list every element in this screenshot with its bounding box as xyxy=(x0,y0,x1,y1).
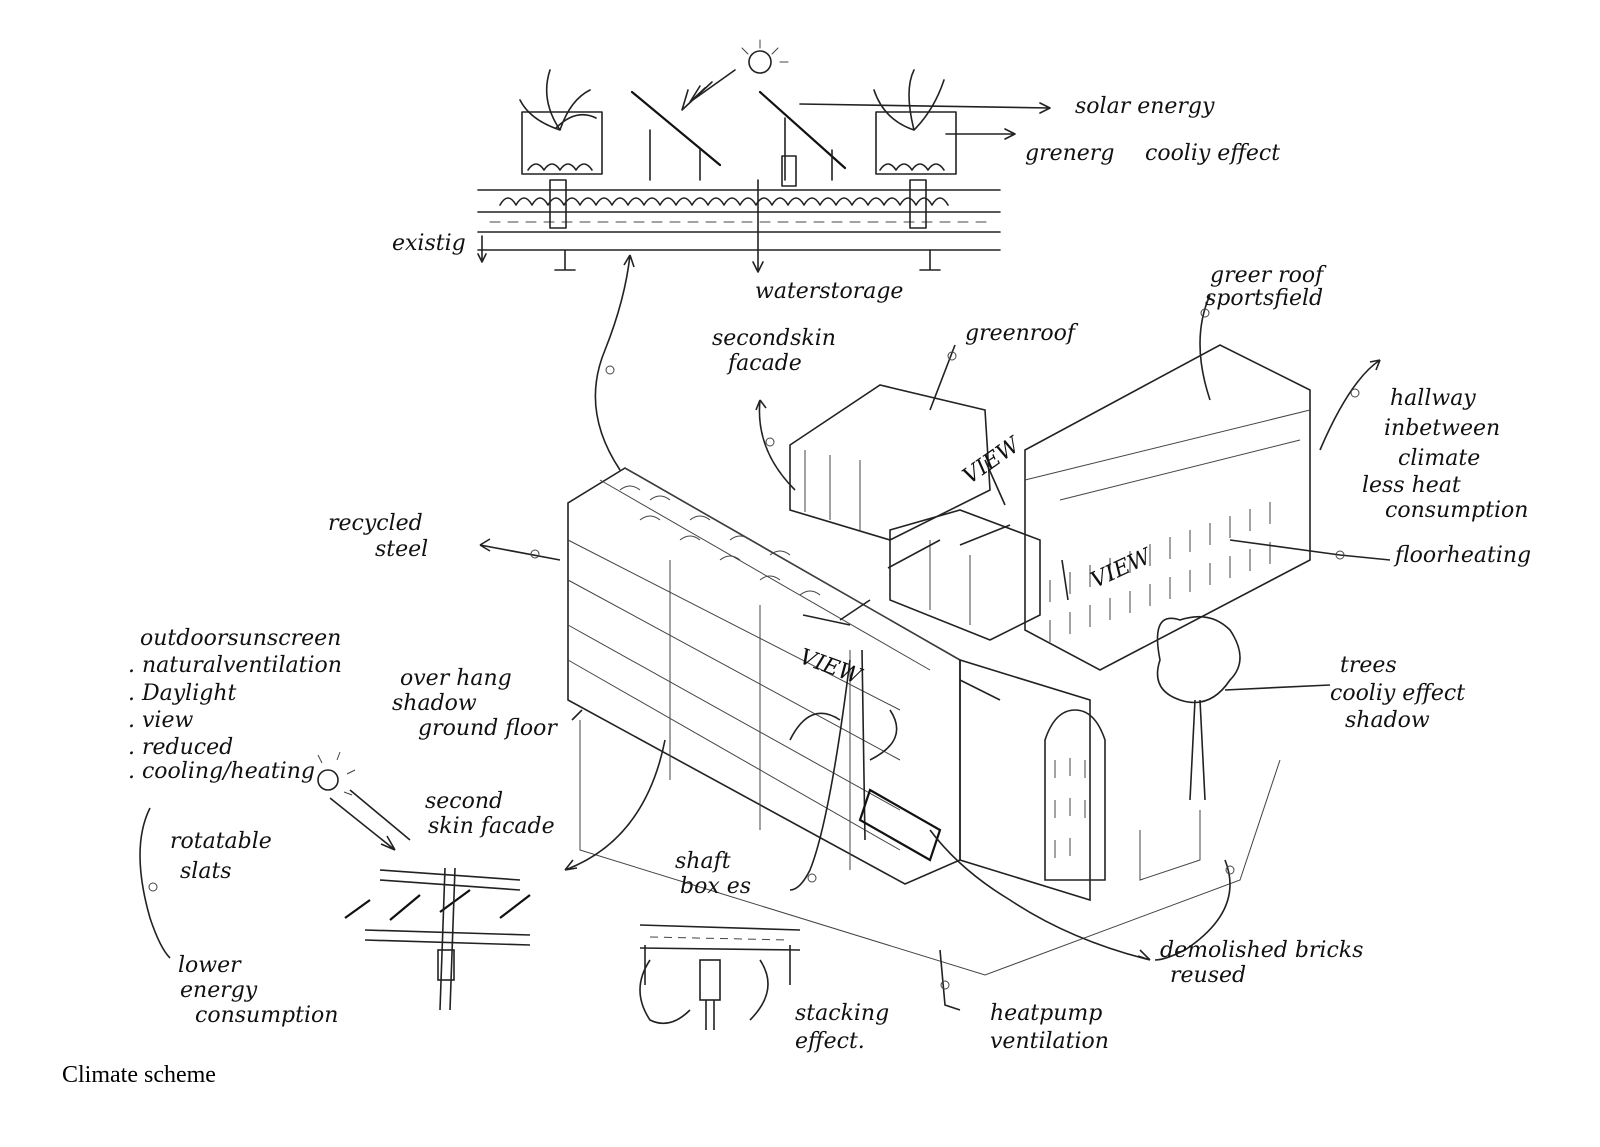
label-trees-2: cooliy effect xyxy=(1330,681,1465,706)
label-recycled-1: recycled xyxy=(328,511,423,536)
label-lower-energy-2: energy xyxy=(180,978,258,1003)
roof-section-detail xyxy=(477,39,1051,273)
label-recycled-2: steel xyxy=(375,537,428,562)
annotations: solar energy grenerg cooliy effect exist… xyxy=(128,94,1531,1054)
label-view-1: VIEW xyxy=(958,431,1026,489)
label-list-1: . naturalventilation xyxy=(128,653,342,678)
label-list-4: . reduced xyxy=(128,735,233,760)
label-second-skin-2b: skin facade xyxy=(428,814,555,839)
label-trees-3: shadow xyxy=(1345,708,1430,733)
label-overhang-3: ground floor xyxy=(418,716,558,741)
rotatable-slats-detail xyxy=(139,751,531,1011)
label-green-roof: greenroof xyxy=(965,321,1079,346)
label-demolished-2: reused xyxy=(1170,963,1246,988)
label-demolished-1: demolished bricks xyxy=(1160,938,1363,963)
leader-lines xyxy=(479,254,1391,1011)
label-green-roof-sports-1: greer roof xyxy=(1210,263,1327,288)
label-stacking-1: stacking xyxy=(795,1001,889,1026)
shaft-box-detail xyxy=(639,924,801,1030)
label-rotatable-1: rotatable xyxy=(170,829,272,854)
label-green-roof-sports-2: sportsfield xyxy=(1205,286,1323,311)
label-water-storage: waterstorage xyxy=(755,279,903,304)
label-heatpump-2: ventilation xyxy=(990,1029,1109,1054)
label-list-2: . Daylight xyxy=(128,681,236,706)
label-greenery: grenerg xyxy=(1025,141,1114,166)
label-trees-1: trees xyxy=(1340,653,1397,678)
label-view-3: VIEW xyxy=(796,645,866,691)
label-overhang-2: shadow xyxy=(392,691,477,716)
label-shaft-1: shaft xyxy=(675,849,731,874)
label-second-skin-2a: second xyxy=(425,789,503,814)
label-hallway-2: inbetween xyxy=(1384,416,1500,441)
label-shaft-2: box es xyxy=(680,874,751,899)
label-lower-energy-1: lower xyxy=(178,953,242,978)
label-overhang-1: over hang xyxy=(400,666,512,691)
label-floor-heating: floorheating xyxy=(1393,543,1531,568)
building-axonometric xyxy=(567,344,1311,976)
label-solar-energy: solar energy xyxy=(1075,94,1215,119)
label-cooling-effect: cooliy effect xyxy=(1145,141,1280,166)
figure-caption: Climate scheme xyxy=(62,1062,216,1088)
label-second-skin-top-1: secondskin xyxy=(712,326,836,351)
label-rotatable-2: slats xyxy=(180,859,232,884)
label-hallway-5: consumption xyxy=(1385,498,1528,523)
label-heatpump-1: heatpump xyxy=(990,1001,1102,1026)
label-hallway-3: climate xyxy=(1398,446,1480,471)
label-list-5: . cooling/heating xyxy=(128,759,315,784)
label-outdoor-sunscreen: outdoorsunscreen xyxy=(140,626,341,651)
label-view-2: VIEW xyxy=(1087,543,1157,593)
label-second-skin-top-2: facade xyxy=(726,351,802,376)
label-hallway-1: hallway xyxy=(1390,386,1476,411)
label-lower-energy-3: consumption xyxy=(195,1003,338,1028)
label-existing: existig xyxy=(392,231,466,256)
label-stacking-2: effect. xyxy=(795,1029,865,1054)
label-hallway-4: less heat xyxy=(1362,473,1461,498)
label-list-3: . view xyxy=(128,708,193,733)
